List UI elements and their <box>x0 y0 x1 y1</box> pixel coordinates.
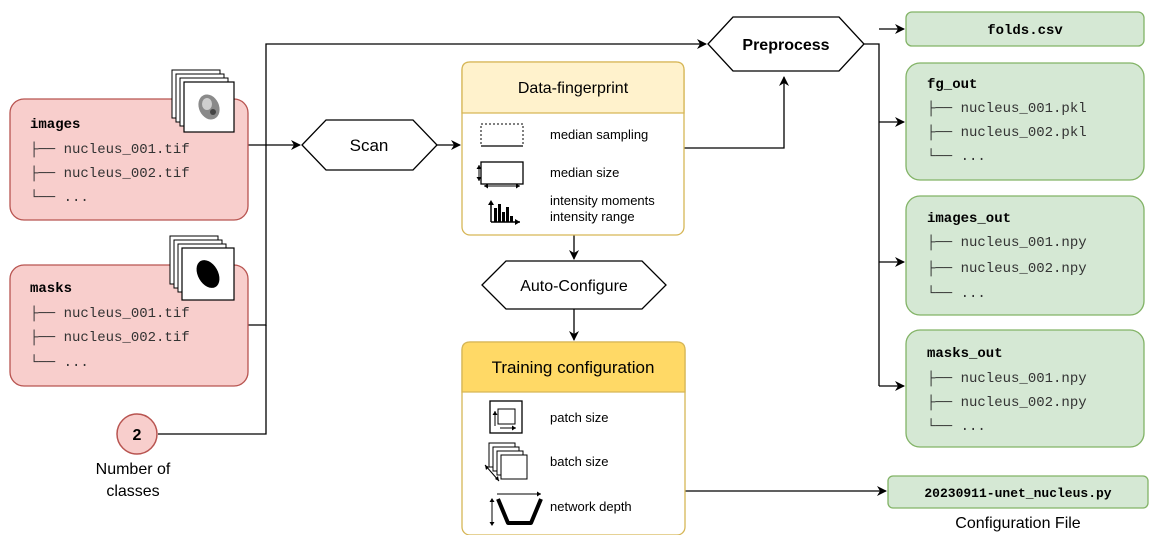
training-header <box>461 341 686 393</box>
patch-size-icon <box>489 400 523 434</box>
scan-step: Scan <box>301 119 438 171</box>
network-depth-label: network depth <box>550 499 632 514</box>
intensity-moments-label: intensity moments <box>550 193 655 208</box>
mask-stack-icon <box>169 235 235 301</box>
images-out-item-2: ├── nucleus_002.npy <box>927 260 1087 277</box>
fingerprint-panel: Data-fingerprint median sampling median … <box>461 61 685 236</box>
masks-connector-line <box>248 145 267 326</box>
batch-size-label: batch size <box>550 454 609 469</box>
median-size-label: median size <box>550 165 619 180</box>
batch-size-icon <box>484 442 528 482</box>
masks-item-3: └── ... <box>30 354 89 371</box>
preprocess-step: Preprocess <box>707 16 865 72</box>
images-item-3: └── ... <box>30 189 89 206</box>
intensity-range-label: intensity range <box>550 209 635 224</box>
fingerprint-header <box>461 61 685 114</box>
training-panel: Training configuration patch size batch … <box>461 341 686 535</box>
fingerprint-to-preprocess-arrow <box>683 76 789 149</box>
images-out-output: images_out ├── nucleus_001.npy ├── nucle… <box>905 195 1145 316</box>
images-out-item-3: └── ... <box>927 285 986 302</box>
config-file-output: 20230911-unet_nucleus.py Configuration F… <box>887 475 1149 532</box>
preprocess-hexagon <box>707 16 865 72</box>
network-depth-icon <box>489 491 543 526</box>
images-out-box <box>905 195 1145 316</box>
histogram-icon <box>488 200 520 225</box>
masks-title: masks <box>30 281 72 297</box>
median-sampling-label: median sampling <box>550 127 648 142</box>
masks-out-title: masks_out <box>927 346 1003 362</box>
classes-value: 2 <box>133 427 142 444</box>
fg-out-box <box>905 62 1145 181</box>
connectors <box>158 24 905 496</box>
masks-out-output: masks_out ├── nucleus_001.npy ├── nucleu… <box>905 329 1145 448</box>
fg-out-output: fg_out ├── nucleus_001.pkl ├── nucleus_0… <box>905 62 1145 181</box>
median-sampling-icon <box>480 123 524 147</box>
images-out-item-1: ├── nucleus_001.npy <box>927 234 1087 251</box>
median-size-icon <box>476 161 524 189</box>
images-title: images <box>30 117 80 133</box>
images-item-2: ├── nucleus_002.tif <box>30 165 190 182</box>
fg-out-item-1: ├── nucleus_001.pkl <box>927 100 1087 117</box>
classes-label-line1: Number of <box>96 461 171 478</box>
autoconfig-step: Auto-Configure <box>481 260 667 310</box>
scan-label: Scan <box>350 136 389 155</box>
masks-item-1: ├── nucleus_001.tif <box>30 305 190 322</box>
fingerprint-title: Data-fingerprint <box>518 80 629 97</box>
config-file-name: 20230911-unet_nucleus.py <box>924 486 1111 501</box>
config-file-label: Configuration File <box>955 515 1081 532</box>
masks-item-2: ├── nucleus_002.tif <box>30 329 190 346</box>
autoconfig-label: Auto-Configure <box>520 278 628 295</box>
top-to-preprocess-arrow <box>265 39 707 145</box>
fg-out-item-3: └── ... <box>927 148 986 165</box>
patch-size-label: patch size <box>550 410 609 425</box>
training-title: Training configuration <box>492 358 655 377</box>
masks-input-group: masks ├── nucleus_001.tif ├── nucleus_00… <box>9 235 249 387</box>
folds-label: folds.csv <box>987 23 1063 39</box>
images-input-group: images ├── nucleus_001.tif ├── nucleus_0… <box>9 69 249 221</box>
classes-circle <box>116 413 158 455</box>
fg-out-item-2: ├── nucleus_002.pkl <box>927 124 1087 141</box>
masks-out-item-2: ├── nucleus_002.npy <box>927 394 1087 411</box>
classes-connector-line <box>158 325 267 435</box>
autoconfig-hexagon <box>481 260 667 310</box>
folds-box <box>905 11 1145 47</box>
classes-group: 2 Number of classes <box>96 413 171 500</box>
images-out-title: images_out <box>927 211 1011 227</box>
classes-label-line2: classes <box>106 483 159 500</box>
image-stack-icon <box>171 69 235 133</box>
folds-output: folds.csv <box>905 11 1145 47</box>
scan-hexagon <box>301 119 438 171</box>
config-file-box <box>887 475 1149 509</box>
masks-out-item-1: ├── nucleus_001.npy <box>927 370 1087 387</box>
preprocess-bus-line <box>864 43 880 386</box>
preprocess-label: Preprocess <box>742 37 829 54</box>
masks-out-item-3: └── ... <box>927 418 986 435</box>
masks-out-box <box>905 329 1145 448</box>
fg-out-title: fg_out <box>927 77 977 93</box>
images-item-1: ├── nucleus_001.tif <box>30 141 190 158</box>
